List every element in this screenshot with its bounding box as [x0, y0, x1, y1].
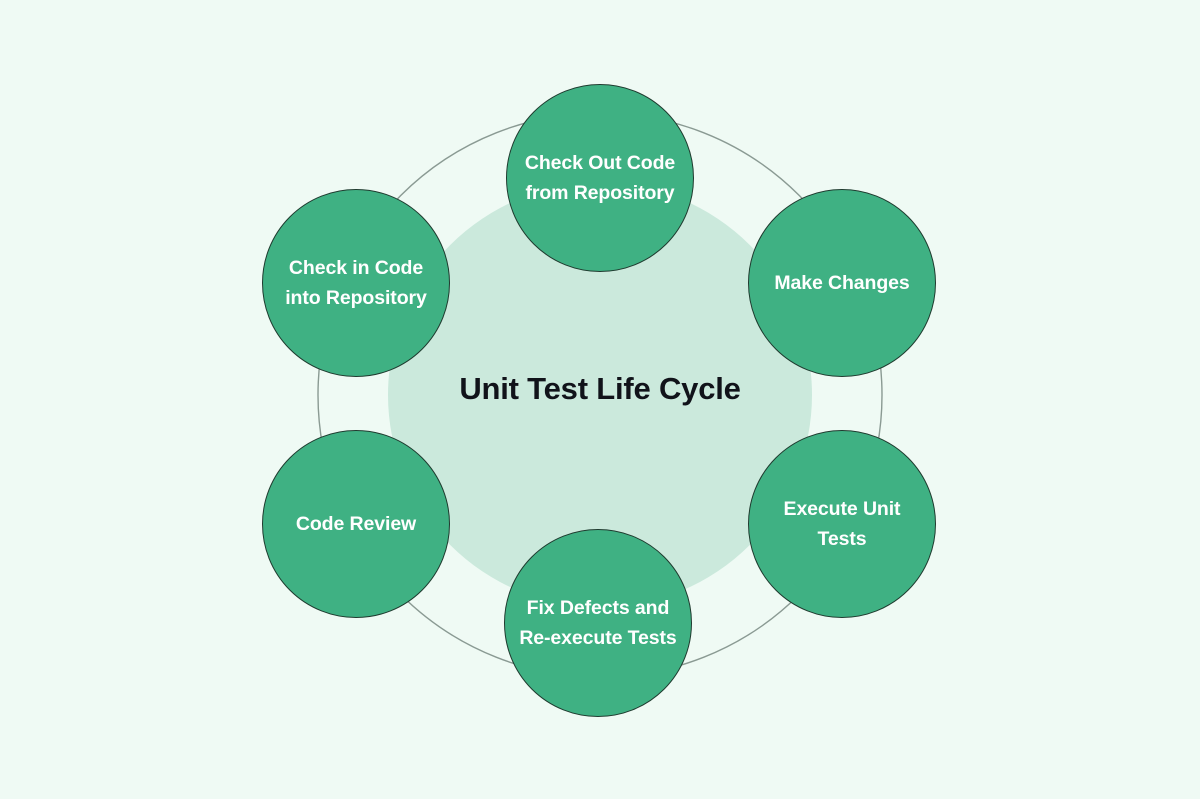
node-code-review[interactable]: Code Review [262, 430, 450, 618]
node-label: Check in Code into Repository [285, 256, 427, 309]
node-fix-defects[interactable]: Fix Defects and Re-execute Tests [504, 529, 692, 717]
node-label: Execute Unit Tests [783, 497, 901, 550]
node-check-out-code[interactable]: Check Out Code from Repository [506, 84, 694, 272]
node-execute-unit-tests[interactable]: Execute Unit Tests [748, 430, 936, 618]
node-label: Fix Defects and Re-execute Tests [519, 596, 677, 649]
node-label: Code Review [295, 512, 417, 535]
node-label: Check Out Code from Repository [524, 151, 676, 204]
node-make-changes[interactable]: Make Changes [748, 189, 936, 377]
node-check-in-code[interactable]: Check in Code into Repository [262, 189, 450, 377]
diagram-title: Unit Test Life Cycle [459, 371, 741, 406]
node-label: Make Changes [774, 271, 910, 294]
